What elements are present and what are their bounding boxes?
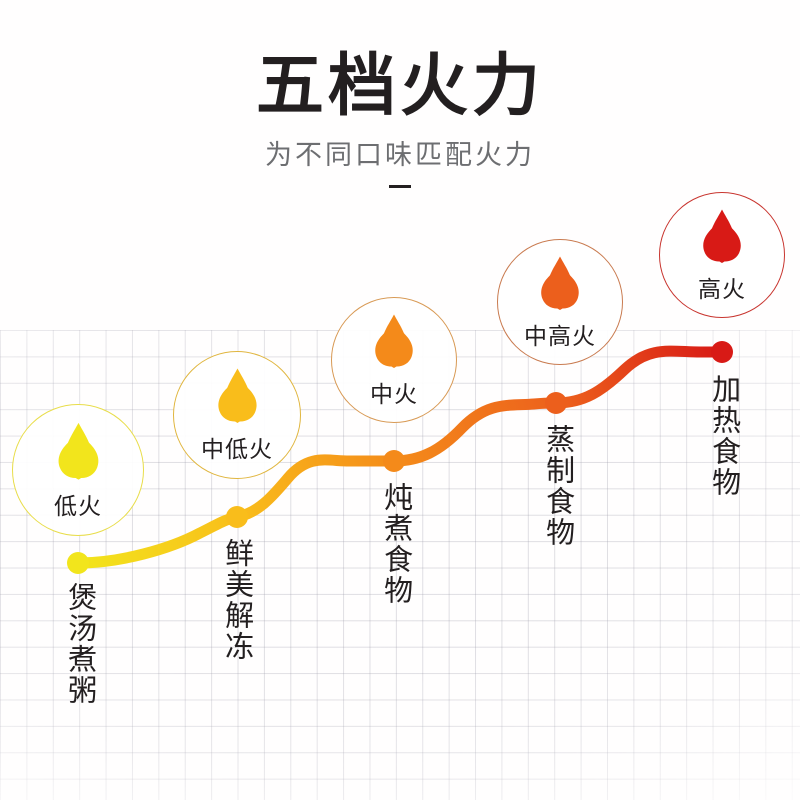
flame-icon <box>375 314 413 368</box>
level-bubble-1[interactable]: 低火 <box>12 404 144 536</box>
level-bubble-label-4: 中高火 <box>524 322 596 349</box>
header: 五档火力 为不同口味匹配火力 <box>0 0 800 188</box>
level-bubble-label-3: 中火 <box>370 380 418 407</box>
flame-icon-wrap-1 <box>52 420 105 483</box>
flame-icon <box>541 256 579 310</box>
flame-icon-wrap-5 <box>697 207 747 266</box>
level-bubble-3[interactable]: 中火 <box>331 297 457 423</box>
usage-label-1: 煲汤煮粥 <box>63 582 96 706</box>
usage-label-4: 蒸制食物 <box>541 424 574 548</box>
flame-icon <box>703 209 741 263</box>
page-title: 五档火力 <box>255 48 544 124</box>
level-bubble-label-5: 高火 <box>698 275 746 302</box>
flame-icon-wrap-4 <box>535 254 585 313</box>
page-subtitle: 为不同口味匹配火力 <box>265 140 535 170</box>
level-bubble-label-2: 中低火 <box>201 436 273 462</box>
level-bubble-2[interactable]: 中低火 <box>173 351 301 479</box>
level-bubble-label-1: 低火 <box>54 492 102 519</box>
usage-label-3: 炖煮食物 <box>379 482 412 606</box>
divider-dash <box>389 185 411 188</box>
flame-icon-wrap-2 <box>212 366 263 426</box>
flame-icon-wrap-3 <box>369 312 419 371</box>
flame-icon <box>58 422 98 480</box>
flame-icon <box>217 368 257 423</box>
level-bubble-4[interactable]: 中高火 <box>497 239 623 365</box>
usage-label-5: 加热食物 <box>707 374 740 498</box>
level-bubble-5[interactable]: 高火 <box>659 192 785 318</box>
usage-label-2: 鲜美解冻 <box>220 538 253 662</box>
